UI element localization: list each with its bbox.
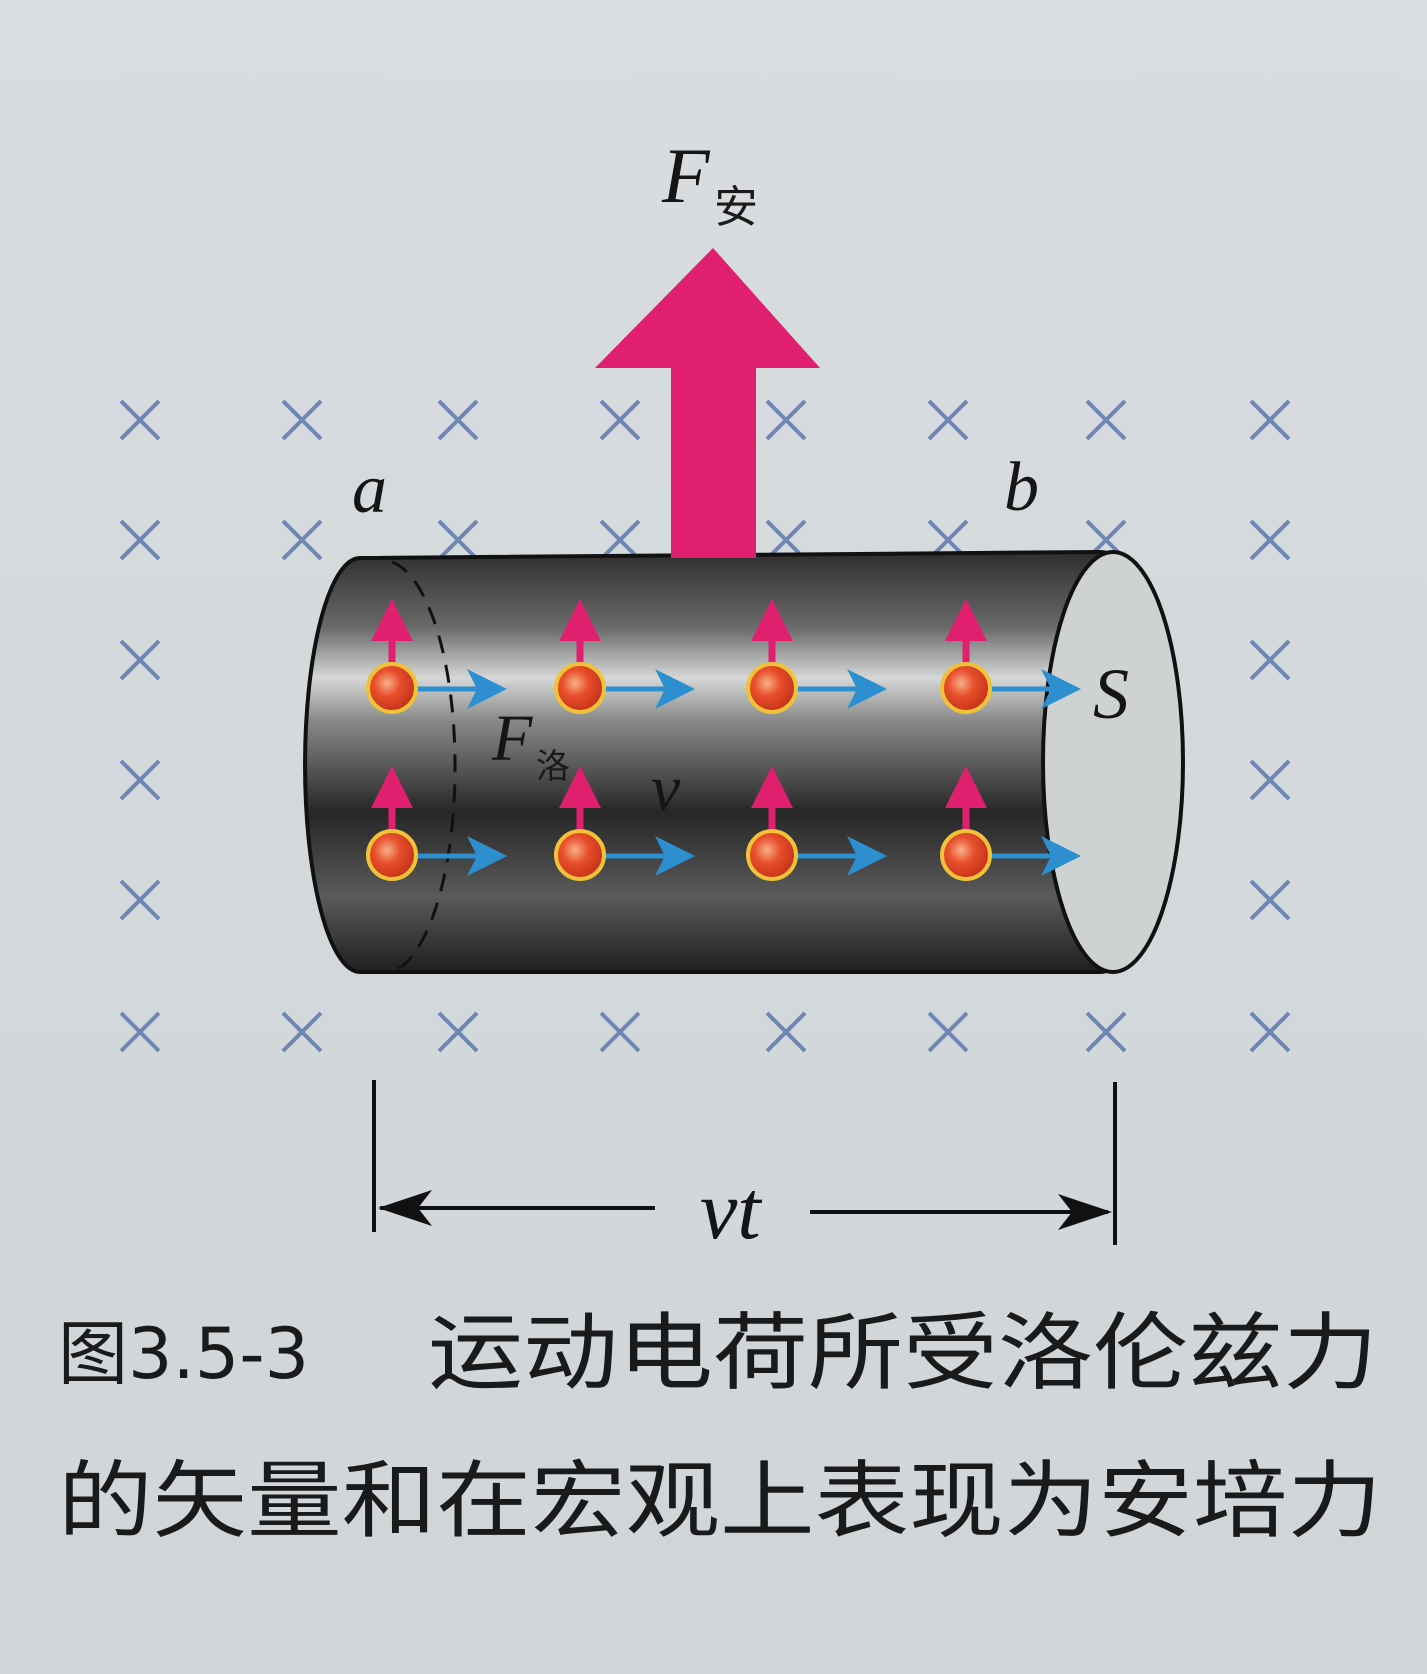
moving-charge (554, 599, 695, 714)
field-cross-icon (281, 1011, 323, 1053)
field-cross-icon (437, 1011, 479, 1053)
caption-line-1: 运动电荷所受洛伦兹力 (428, 1304, 1378, 1402)
charge-particle (940, 662, 992, 714)
field-cross-icon (599, 519, 641, 561)
end-a-label: a (352, 451, 387, 528)
magnetic-field-crosses (119, 399, 1291, 1053)
field-cross-icon (119, 759, 161, 801)
moving-charge (366, 766, 507, 881)
field-cross-icon (1085, 1011, 1127, 1053)
length-dimension (372, 1080, 1117, 1245)
field-cross-icon (1249, 639, 1291, 681)
field-cross-icon (119, 639, 161, 681)
caption-line-2: 的矢量和在宏观上表现为安培力 (58, 1452, 1382, 1550)
lorentz-force-subscript: 洛 (536, 747, 570, 787)
field-cross-icon (1249, 519, 1291, 561)
moving-charges (366, 599, 1081, 881)
velocity-label: v (651, 752, 681, 825)
field-cross-icon (119, 1011, 161, 1053)
charge-particle (366, 662, 418, 714)
field-cross-icon (119, 879, 161, 921)
field-cross-icon (1249, 759, 1291, 801)
moving-charge (940, 599, 1081, 714)
moving-charge (746, 599, 887, 714)
charge-particle (746, 662, 798, 714)
field-cross-icon (1249, 1011, 1291, 1053)
figure-number: 图3.5-3 (58, 1313, 309, 1395)
field-cross-icon (281, 519, 323, 561)
field-cross-icon (599, 399, 641, 441)
field-cross-icon (599, 1011, 641, 1053)
ampere-force-subscript: 安 (714, 182, 758, 233)
field-cross-icon (1249, 879, 1291, 921)
field-cross-icon (927, 1011, 969, 1053)
moving-charge (366, 599, 507, 714)
field-cross-icon (119, 399, 161, 441)
ampere-force-arrow (595, 248, 820, 558)
section-a-dashed (391, 560, 457, 974)
field-cross-icon (1085, 399, 1127, 441)
field-cross-icon (437, 399, 479, 441)
cross-section-face (1041, 550, 1185, 974)
ampere-force-label: F (661, 132, 711, 219)
field-cross-icon (765, 399, 807, 441)
length-label: vt (700, 1164, 763, 1257)
conductor-cylinder (303, 549, 1185, 974)
charge-particle (940, 829, 992, 881)
field-cross-icon (927, 399, 969, 441)
charge-particle (746, 829, 798, 881)
cross-section-label: S (1093, 654, 1129, 734)
charge-particle (366, 829, 418, 881)
field-cross-icon (281, 399, 323, 441)
moving-charge (746, 766, 887, 881)
field-cross-icon (119, 519, 161, 561)
field-cross-icon (1249, 399, 1291, 441)
field-cross-icon (437, 519, 479, 561)
end-b-label: b (1004, 449, 1039, 526)
moving-charge (554, 766, 695, 881)
moving-charge (940, 766, 1081, 881)
charge-particle (554, 662, 606, 714)
charge-particle (554, 829, 606, 881)
lorentz-force-label: F (491, 702, 533, 775)
field-cross-icon (765, 1011, 807, 1053)
